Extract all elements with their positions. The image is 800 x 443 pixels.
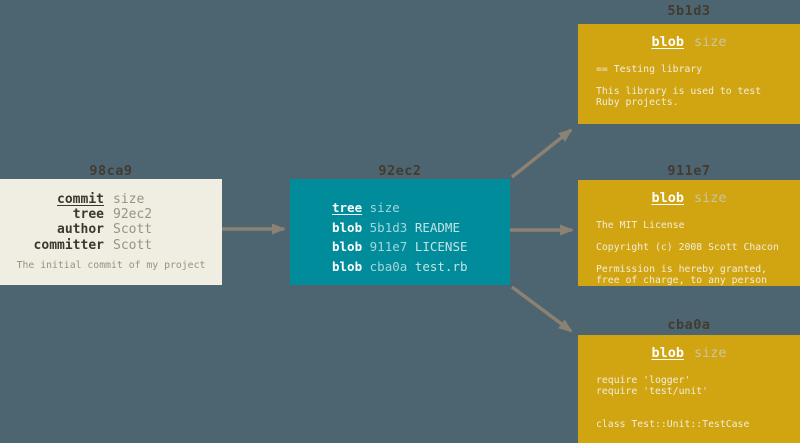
blob-content: == Testing library This library is used … [578,64,800,109]
field-key: tree [72,207,104,223]
blob-hash-label-cba0a: cba0a [667,317,711,333]
tree-entries: tree size blob 5b1d3 README blob 911e7 L… [290,179,510,276]
blob-size: size [694,190,727,206]
entry-filename: LICENSE [414,239,468,255]
content-line: Copyright (c) 2008 Scott Chacon [596,241,779,253]
tree-object-box: tree size blob 5b1d3 README blob 911e7 L… [290,179,510,285]
blob-object-box-cba0a: blob size require 'logger' require 'test/… [578,335,800,443]
field-value: size [113,192,145,207]
blob-type: blob [651,190,684,206]
entry-hash: 5b1d3 [369,219,408,235]
content-line: require 'logger' [596,375,691,386]
field-value: Scott [113,237,153,253]
content-line [596,398,800,409]
blob-heading: blob size [578,35,800,50]
field-key: author [57,222,104,238]
tree-entry-row: blob 5b1d3 README [332,218,510,238]
content-line: Ruby projects. [596,96,679,108]
blob-object-box-5b1d3: blob size == Testing library This library… [578,24,800,124]
blob-size: size [694,345,727,361]
entry-hash: size [369,200,400,215]
commit-field-row: author Scott [0,222,222,237]
blob-type: blob [651,345,684,361]
blob-hash-label-5b1d3: 5b1d3 [667,3,711,19]
blob-object-box-911e7: blob size The MIT License Copyright (c) 2… [578,180,800,286]
arrow-tree-to-blob-cba0a [510,285,573,333]
field-value: 92ec2 [113,207,153,223]
arrow-tree-to-blob-5b1d3 [510,128,573,179]
commit-message: The initial commit of my project [16,259,206,271]
commit-field-row: committer Scott [0,238,222,253]
content-line: free of charge, to any person [596,274,768,286]
blob-heading: blob size [578,191,800,206]
entry-hash: cba0a [369,258,408,274]
blob-size: size [694,34,727,50]
commit-field-row: tree 92ec2 [0,207,222,222]
content-line [596,254,800,265]
blob-content: The MIT License Copyright (c) 2008 Scott… [578,220,800,286]
entry-type: blob [332,239,363,255]
content-line: Permission is hereby granted, [596,263,768,275]
content-line: class Test::Unit::TestCase [596,418,750,430]
content-line: The MIT License [596,220,685,231]
blob-content: require 'logger' require 'test/unit' cla… [578,375,800,431]
entry-filename: test.rb [414,258,468,274]
content-line: This library is used to test [596,85,762,97]
tree-entry-row: blob 911e7 LICENSE [332,237,510,257]
blob-hash-label-911e7: 911e7 [667,163,711,179]
blob-heading: blob size [578,346,800,361]
content-line: == Testing library [596,64,703,75]
blob-type: blob [651,34,684,50]
tree-entry-row: tree size [332,198,510,218]
field-key: commit [57,192,104,207]
content-line: require 'test/unit' [596,385,709,397]
entry-type: blob [332,219,363,235]
tree-entry-row: blob cba0a test.rb [332,257,510,277]
field-key: committer [33,237,104,253]
field-value: Scott [113,222,153,238]
tree-hash-label: 92ec2 [378,163,422,179]
commit-field-row: commit size [0,192,222,207]
entry-filename: README [414,219,460,235]
commit-hash-label: 98ca9 [89,163,133,179]
content-line [596,409,800,420]
entry-type: tree [332,200,363,215]
entry-hash: 911e7 [369,239,408,255]
entry-type: blob [332,258,363,274]
